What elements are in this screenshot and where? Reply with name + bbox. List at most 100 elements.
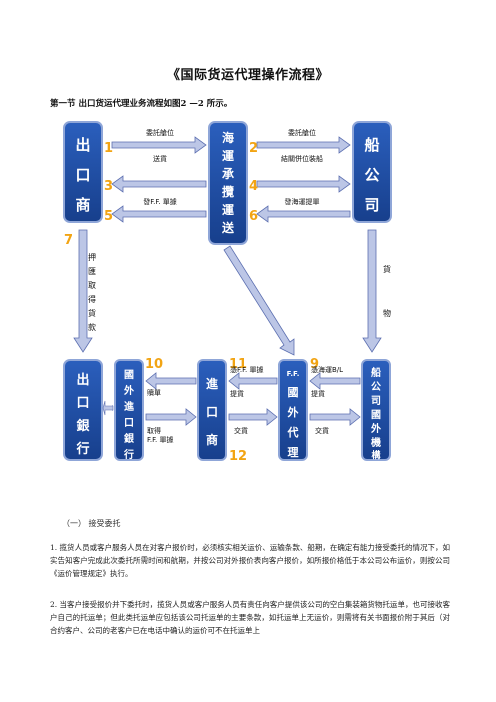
arrow-deliver-left <box>228 408 278 426</box>
label-booking-space-2: 委託艙位 <box>288 128 316 137</box>
flow-number-3: 3 <box>104 179 113 194</box>
flow-number-1: 1 <box>104 141 113 156</box>
box-forwarder-char-6: 送 <box>221 220 235 235</box>
label-customs-loading: 結關併位裝船 <box>281 154 323 163</box>
box-export-bank-char-4: 行 <box>75 441 89 457</box>
box-cfo-char-3: 司 <box>371 395 381 407</box>
box-forwarder-char-3: 承 <box>222 167 234 181</box>
label-v-left-5: 貨 <box>88 308 96 318</box>
paragraph-2: 2. 当客户接受报价并下委托时，揽货人员或客户服务人员有责任向客户提供该公司的空… <box>50 600 450 635</box>
box-ff-agent-char-3: 代 <box>287 425 299 439</box>
paragraph-1: 1. 揽货人员或客户服务人员在对客户报价时，必须核实相关运价、运输条款、船期，在… <box>50 543 450 578</box>
box-cfo-char-1: 船 <box>371 366 381 379</box>
box-ff-foreign-agent: F.F. 國 外 代 理 <box>278 359 308 461</box>
box-export-bank-char-1: 出 <box>76 372 89 388</box>
arrow-7 <box>73 229 93 353</box>
box-carrier-foreign-office: 船 公 司 國 外 機 構 <box>361 359 391 461</box>
flow-number-12: 12 <box>229 449 247 464</box>
label-ocean-bl-1: 憑海運B/L <box>311 365 343 374</box>
box-forwarder-char-1: 海 <box>222 130 234 145</box>
box-export-bank: 出 口 銀 行 <box>63 359 103 461</box>
box-importer-char-3: 商 <box>206 432 218 447</box>
box-ff-agent-char-1: 國 <box>288 386 299 399</box>
box-carrier-char-2: 公 <box>364 166 379 184</box>
box-export-bank-char-2: 口 <box>76 396 89 411</box>
box-ff-agent-prefix: F.F. <box>287 370 300 378</box>
label-cargo-2: 物 <box>383 308 391 318</box>
box-carrier-char-1: 船 <box>364 136 379 154</box>
arrow-6 <box>256 205 351 223</box>
label-deliver-right: 交貨 <box>315 426 329 435</box>
box-export-bank-char-3: 銀 <box>76 418 89 434</box>
label-v-left-3: 取 <box>88 281 96 290</box>
flow-number-10: 10 <box>145 357 163 372</box>
box-forwarder-char-5: 運 <box>222 203 234 217</box>
subheading-accept-commission: （一） 接受委托 <box>62 519 121 528</box>
arrow-9 <box>309 372 361 390</box>
flow-number-2: 2 <box>249 141 258 156</box>
box-importer: 進 口 商 <box>197 359 227 461</box>
box-ff-agent-char-4: 理 <box>288 446 299 459</box>
label-issue-ocean-bl: 發海運提單 <box>285 197 320 206</box>
label-v-left-1: 押 <box>88 252 96 262</box>
box-exporter: 出 口 商 <box>63 121 103 223</box>
label-obtain-1: 取得 <box>147 426 161 435</box>
box-exporter-char-1: 出 <box>75 136 90 154</box>
box-cfo-char-2: 公 <box>371 381 381 393</box>
label-deliver-left: 交貨 <box>234 426 248 435</box>
box-fib-char-6: 行 <box>123 448 134 461</box>
box-fib-char-1: 國 <box>124 369 134 381</box>
label-issue-ff-docs: 發F.F. 單據 <box>143 197 176 206</box>
label-booking-space-1: 委託艙位 <box>146 128 174 137</box>
box-importer-char-1: 進 <box>206 376 219 391</box>
box-fib-char-3: 進 <box>124 400 135 413</box>
label-v-left-2: 匯 <box>88 267 96 276</box>
export-flow-diagram: 出 口 商 海 運 承 攬 運 送 船 公 司 1 3 5 2 4 6 <box>63 121 392 464</box>
arrow-3 <box>111 175 207 193</box>
label-v-left-6: 款 <box>88 322 96 332</box>
box-forwarder-char-4: 攬 <box>222 184 234 199</box>
box-fib-char-2: 外 <box>123 384 134 397</box>
label-ocean-bl-2: 提貨 <box>311 389 325 398</box>
arrow-bank-left <box>102 400 114 416</box>
arrow-11 <box>228 372 278 390</box>
box-importer-char-2: 口 <box>206 405 218 419</box>
flow-number-11: 11 <box>229 357 247 372</box>
box-cfo-char-4: 國 <box>371 409 381 421</box>
flow-number-9: 9 <box>310 357 319 372</box>
arrow-2 <box>256 136 351 154</box>
label-obtain-2: F.F. 單據 <box>147 435 173 444</box>
box-forwarder-char-2: 運 <box>222 149 234 163</box>
label-ff-bill-1: 憑F.F. 單據 <box>230 365 263 374</box>
page-title: 《国际货运代理操作流程》 <box>166 68 329 83</box>
box-foreign-import-bank: 國 外 進 口 銀 行 <box>114 359 144 461</box>
box-fib-char-5: 銀 <box>124 432 134 445</box>
section-heading: 第一节 出口货运代理业务流程如图2 —2 所示。 <box>50 99 233 109</box>
label-deliver-goods: 送貨 <box>153 154 167 163</box>
arrow-5 <box>111 205 207 223</box>
arrow-10 <box>145 372 197 390</box>
box-exporter-char-2: 口 <box>75 166 90 184</box>
box-carrier: 船 公 司 <box>352 121 392 223</box>
box-cfo-char-7: 構 <box>371 449 380 461</box>
box-cfo-char-6: 機 <box>371 436 381 449</box>
box-forwarder: 海 運 承 攬 運 送 <box>208 121 248 245</box>
box-ff-agent-char-2: 外 <box>287 405 299 419</box>
flow-number-4: 4 <box>249 179 258 194</box>
label-redeem-docs: 贖單 <box>147 388 161 397</box>
label-v-left-4: 得 <box>88 294 96 304</box>
flow-number-7: 7 <box>64 233 73 248</box>
arrow-deliver-right <box>309 408 361 426</box>
box-cfo-char-5: 外 <box>370 422 381 435</box>
arrow-diagonal <box>223 245 295 356</box>
box-fib-char-4: 口 <box>124 418 134 429</box>
arrow-cargo <box>362 229 382 353</box>
arrow-4 <box>256 175 351 193</box>
flow-number-5: 5 <box>104 209 113 224</box>
box-carrier-char-3: 司 <box>364 196 379 214</box>
flow-number-6: 6 <box>249 209 258 224</box>
label-ff-bill-2: 提貨 <box>230 389 244 398</box>
label-cargo-1: 貨 <box>383 264 391 274</box>
box-exporter-char-3: 商 <box>75 196 90 214</box>
arrow-obtain-ff <box>145 408 197 426</box>
